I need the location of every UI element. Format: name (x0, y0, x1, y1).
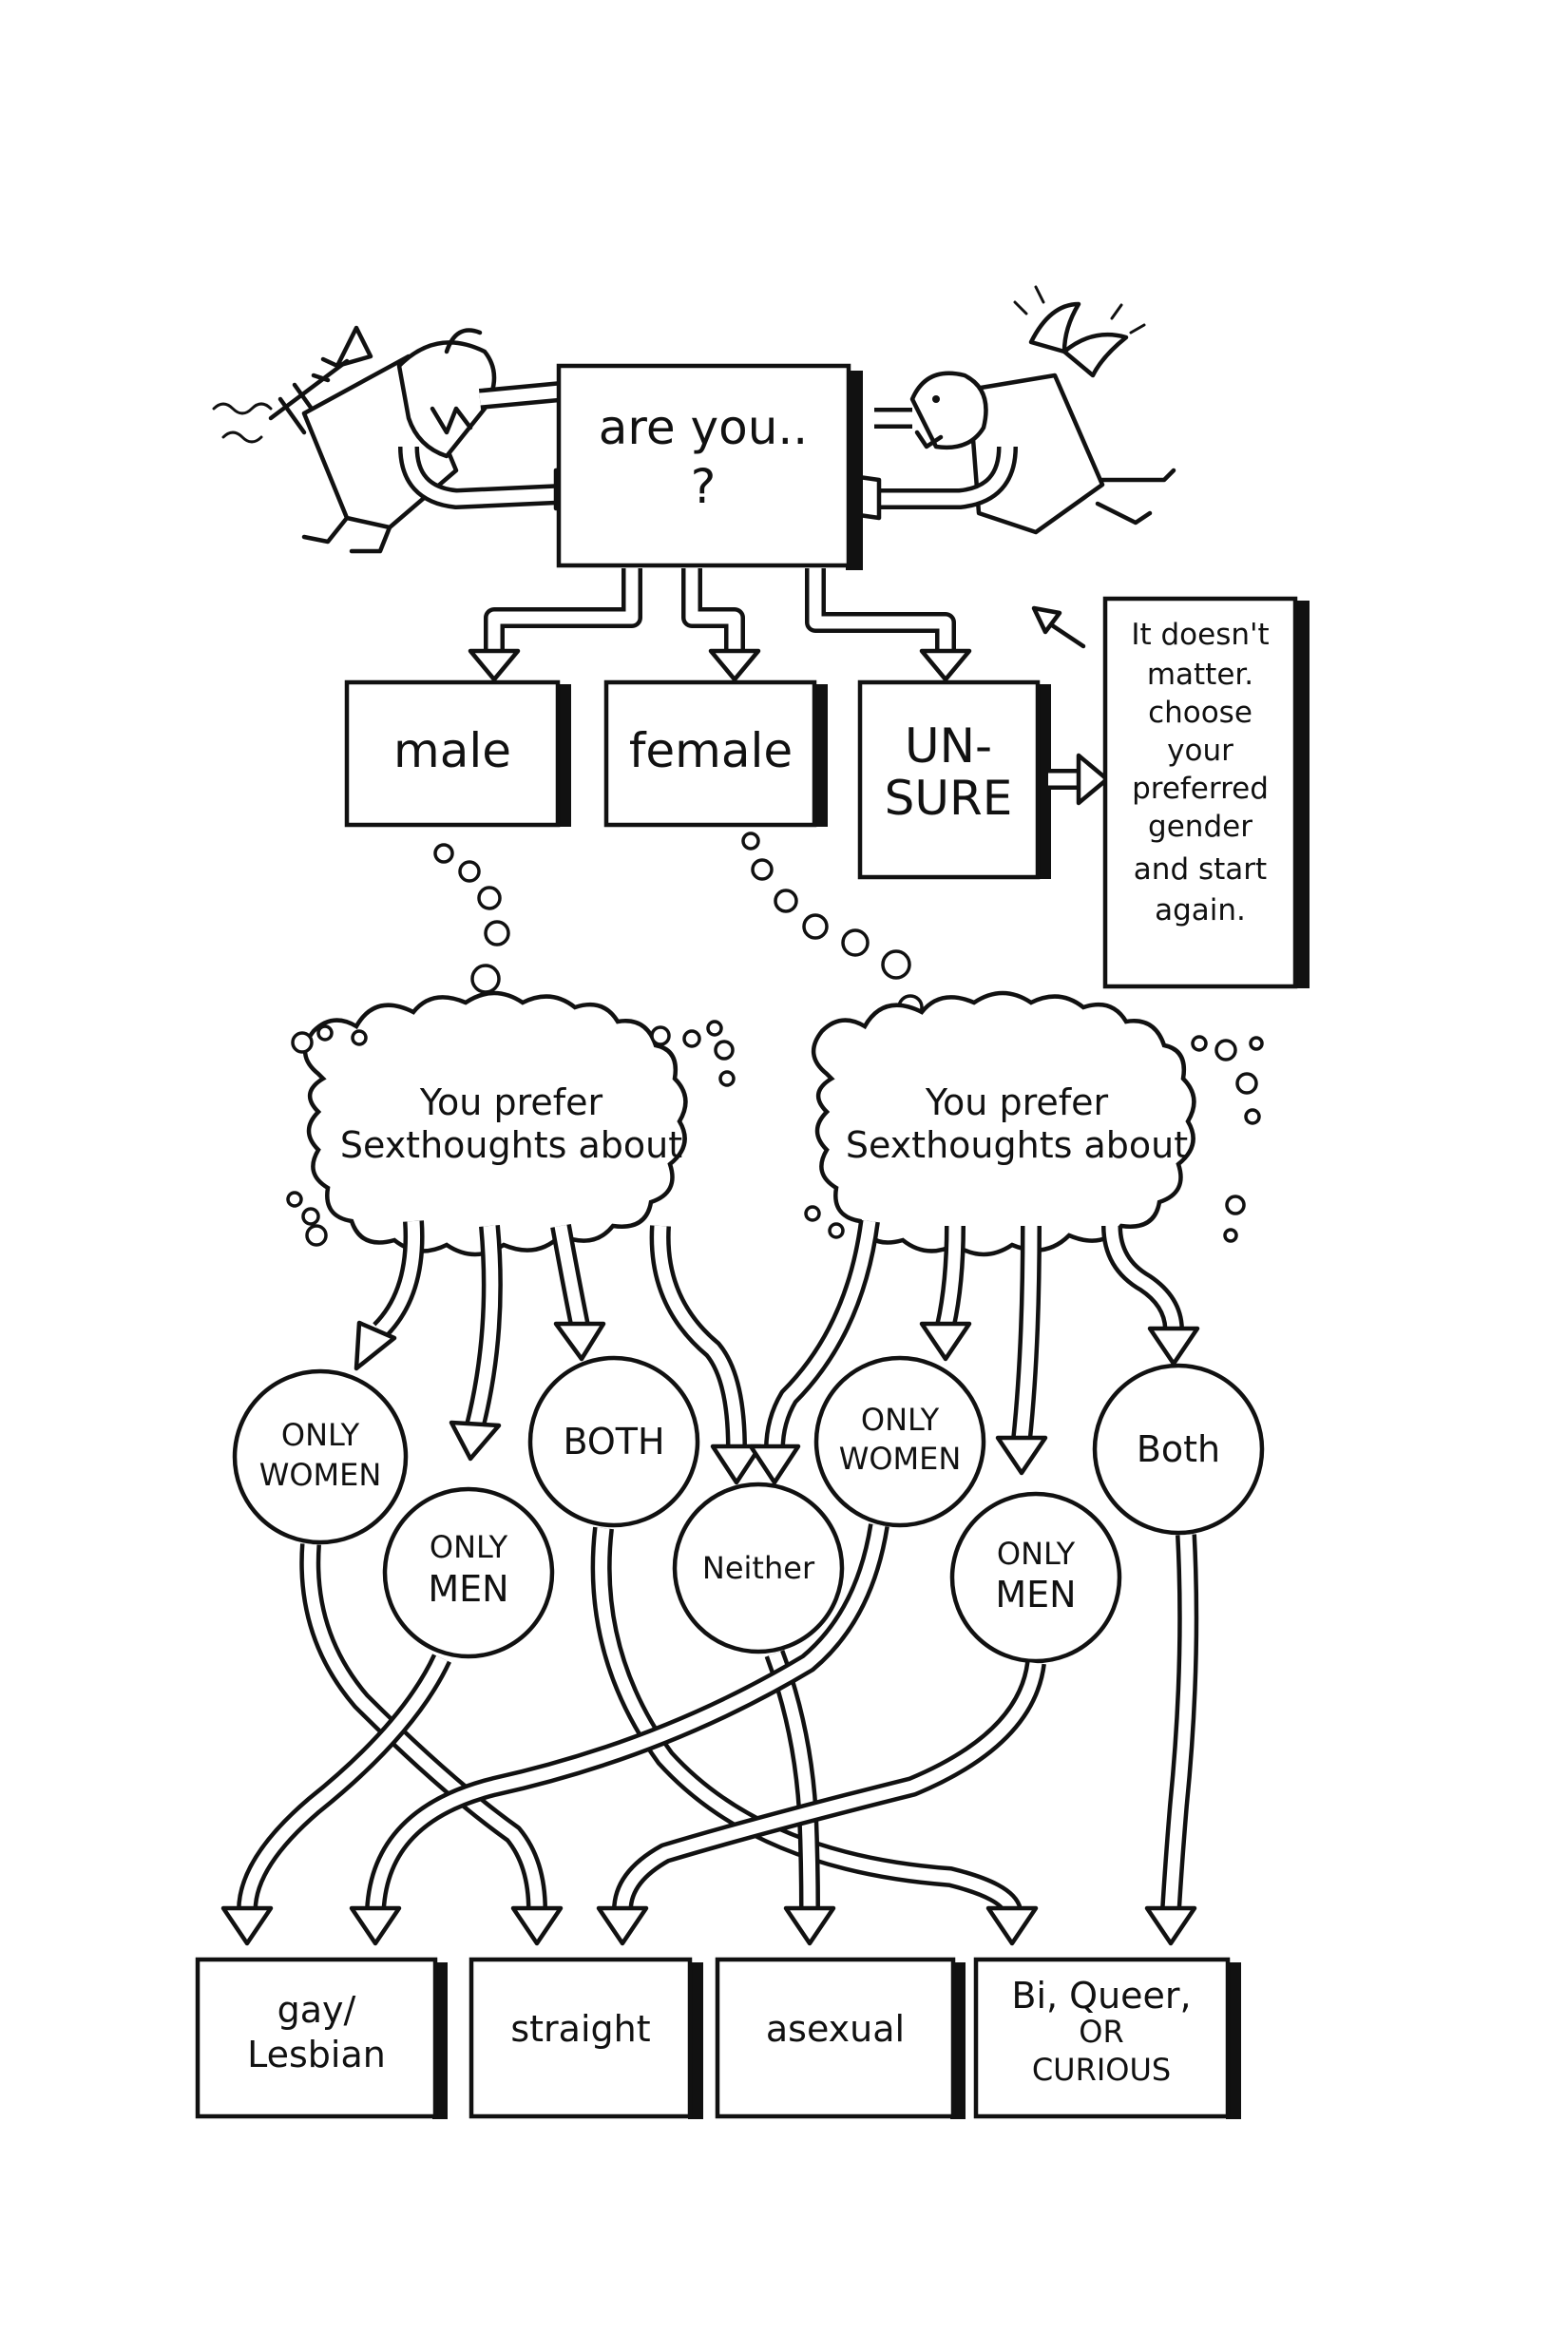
option-only-women-right-line1: ONLY (861, 1402, 940, 1438)
gender-male-label: male (393, 723, 511, 778)
outcome-gay-box: gay/ Lesbian (195, 1957, 448, 2119)
option-only-men-right: ONLY MEN (949, 1491, 1122, 1664)
cloud-right-line2: Sexthoughts about (846, 1124, 1188, 1166)
gender-unsure-line1: UN- (905, 718, 992, 774)
option-only-women-right-line2: WOMEN (839, 1441, 962, 1477)
outcome-straight-box: straight (468, 1957, 703, 2119)
return-arrow-icon (1031, 605, 1086, 649)
cloud-left: You prefer Sexthoughts about (286, 990, 736, 1257)
option-only-men-right-line1: ONLY (997, 1536, 1076, 1572)
outcome-bi-line3: CURIOUS (1032, 2052, 1171, 2088)
gender-female-label: female (629, 723, 793, 778)
cloud-left-line1: You prefer (419, 1081, 603, 1123)
option-both-left: BOTH (527, 1355, 700, 1528)
option-only-men-left-line2: MEN (428, 1568, 508, 1610)
cloud-right: You prefer Sexthoughts about (804, 990, 1264, 1257)
note-line-5: preferred (1132, 772, 1269, 806)
option-neither: Neither (672, 1482, 845, 1654)
thought-dots-female (741, 832, 924, 1021)
note-line-7: and start (1134, 852, 1267, 887)
gender-unsure-box: UN- SURE (857, 679, 1051, 880)
option-to-outcome-pipes (220, 1523, 1199, 1946)
note-line-6: gender (1148, 810, 1252, 844)
cloud-right-line1: You prefer (925, 1081, 1109, 1123)
option-only-women-right: ONLY WOMEN (813, 1355, 986, 1528)
note-line-4: your (1167, 734, 1233, 768)
question-to-gender-pipes (468, 568, 972, 682)
option-both-right-label: Both (1137, 1428, 1220, 1470)
outcome-asexual-box: asexual (715, 1957, 966, 2119)
gender-unsure-line2: SURE (885, 771, 1013, 826)
note-line-3: choose (1148, 696, 1252, 730)
option-only-men-right-line2: MEN (995, 1574, 1076, 1616)
gender-female-box: female (603, 679, 828, 828)
outcome-bi-line2: OR (1079, 2014, 1123, 2050)
devil-figure-icon (212, 325, 602, 554)
note-line-8: again. (1155, 893, 1246, 927)
note-line-1: It doesn't (1131, 618, 1269, 652)
option-only-men-left-line1: ONLY (430, 1529, 508, 1565)
option-only-women-left-line1: ONLY (281, 1417, 360, 1453)
option-both-right: Both (1092, 1363, 1265, 1536)
outcome-bi-line1: Bi, Queer, (1011, 1975, 1191, 2017)
note-box: It doesn't matter. choose your preferred… (1102, 596, 1310, 989)
option-only-men-left: ONLY MEN (382, 1486, 555, 1659)
option-neither-label: Neither (702, 1550, 815, 1586)
outcome-bi-box: Bi, Queer, OR CURIOUS (973, 1957, 1241, 2119)
gender-male-box: male (344, 679, 571, 828)
option-only-women-left-line2: WOMEN (259, 1457, 382, 1493)
angel-figure-icon (833, 285, 1176, 535)
question-line1: are you.. (599, 400, 808, 455)
outcome-straight-label: straight (510, 2008, 650, 2050)
cloud-left-line2: Sexthoughts about (340, 1124, 682, 1166)
cloud-to-option-pipes (354, 1219, 1200, 1485)
question-line2: ? (691, 459, 717, 514)
option-both-left-label: BOTH (563, 1421, 664, 1463)
outcome-gay-line2: Lesbian (247, 2034, 386, 2075)
outcome-asexual-label: asexual (766, 2008, 905, 2050)
question-box: are you.. ? (556, 363, 863, 570)
outcome-gay-line1: gay/ (277, 1989, 356, 2031)
option-only-women-left: ONLY WOMEN (232, 1368, 409, 1545)
unsure-to-note-arrow (1048, 753, 1110, 806)
note-line-2: matter. (1147, 658, 1253, 692)
